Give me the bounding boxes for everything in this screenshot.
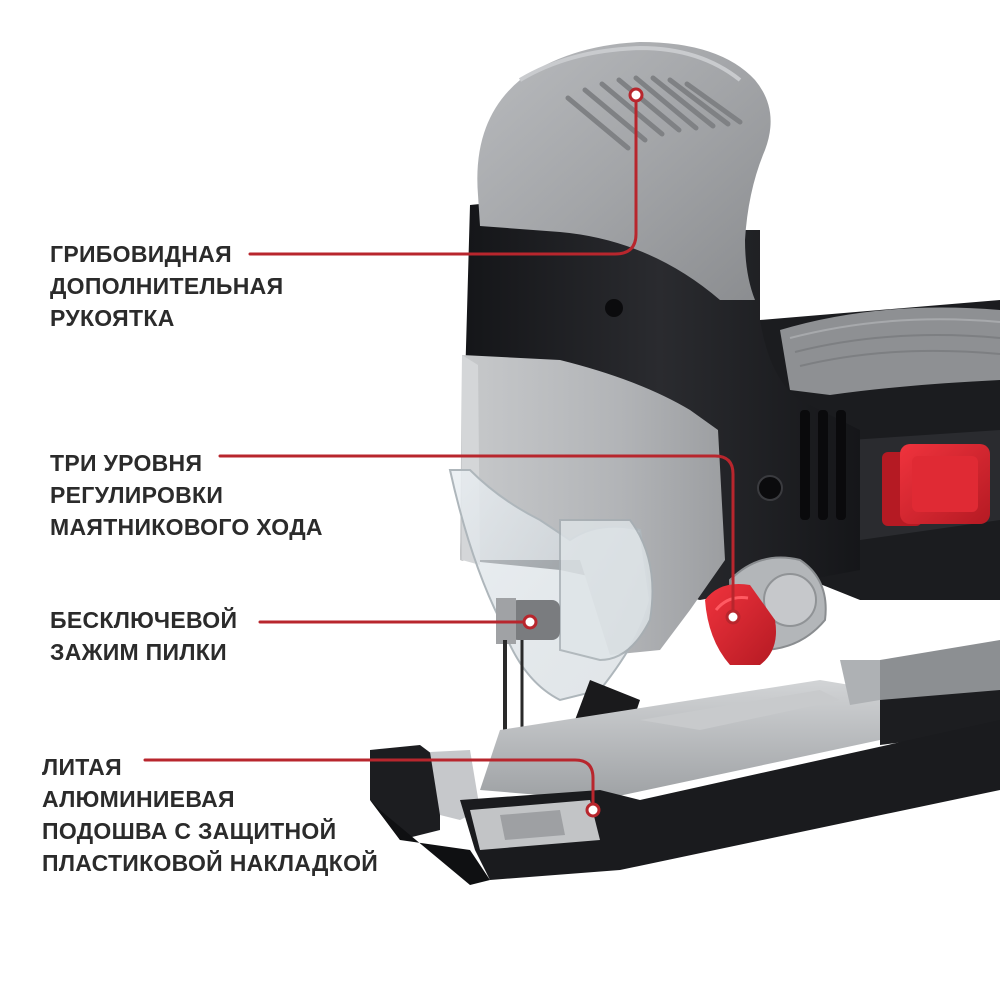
callout-dot-grip [628, 87, 644, 103]
callout-label-blade-clamp: БЕСКЛЮЧЕВОЙ ЗАЖИМ ПИЛКИ [50, 604, 237, 668]
callout-label-line: РУКОЯТКА [50, 305, 175, 331]
blade-guard [448, 469, 654, 702]
callout-label-line: БЕСКЛЮЧЕВОЙ [50, 607, 238, 633]
housing-screw [757, 475, 783, 501]
callout-dot-base [585, 802, 601, 818]
grip-texture [565, 75, 743, 151]
callout-dot-clamp [522, 614, 538, 630]
callout-label-line: АЛЮМИНИЕВАЯ [42, 786, 235, 812]
callout-label-line: ПОДОШВА С ЗАЩИТНОЙ [42, 818, 337, 844]
housing-hole [605, 299, 623, 317]
callout-line-grip [248, 93, 638, 256]
callout-label-line: ЗАЖИМ ПИЛКИ [50, 639, 227, 665]
callout-label-line: ГРИБОВИДНАЯ [50, 241, 232, 267]
callout-markers [522, 87, 741, 818]
pendulum-dial [705, 556, 827, 665]
plastic-shoe [370, 720, 1000, 885]
callout-label-base-plate: ЛИТАЯ АЛЮМИНИЕВАЯ ПОДОШВА С ЗАЩИТНОЙ ПЛА… [42, 751, 378, 879]
callout-label-line: МАЯТНИКОВОГО ХОДА [50, 514, 323, 540]
mushroom-grip [477, 42, 771, 300]
callout-line-base [143, 758, 595, 812]
callout-label-pendulum-levels: ТРИ УРОВНЯ РЕГУЛИРОВКИ МАЯТНИКОВОГО ХОДА [50, 447, 323, 543]
callout-lines [143, 93, 735, 812]
callout-label-line: ЛИТАЯ [42, 754, 122, 780]
callout-label-line: ТРИ УРОВНЯ [50, 450, 203, 476]
callout-label-line: ДОПОЛНИТЕЛЬНАЯ [50, 273, 284, 299]
callout-label-line: РЕГУЛИРОВКИ [50, 482, 224, 508]
callout-line-pendulum [218, 454, 735, 619]
callout-dot-pendulum [725, 609, 741, 625]
vent-slots [800, 410, 846, 520]
callout-label-line: ПЛАСТИКОВОЙ НАКЛАДКОЙ [42, 850, 379, 876]
power-switch [882, 444, 990, 526]
callout-label-mushroom-grip: ГРИБОВИДНАЯ ДОПОЛНИТЕЛЬНАЯ РУКОЯТКА [50, 238, 283, 334]
